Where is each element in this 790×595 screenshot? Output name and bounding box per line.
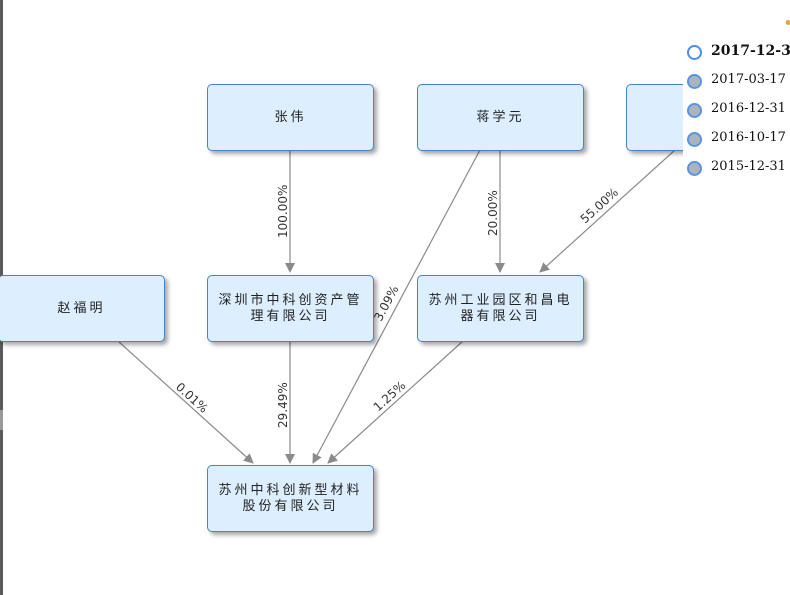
timeline-dot-icon bbox=[687, 103, 702, 118]
node-zhao-fuming[interactable]: 赵福明 bbox=[0, 275, 165, 342]
node-label: 苏州工业园区和昌电器有限公司 bbox=[428, 292, 573, 324]
node-jiang-xueyuan[interactable]: 蒋学元 bbox=[417, 84, 584, 151]
timeline-label: 2016-10-17 bbox=[711, 130, 786, 145]
node-suzhou-zhongke-target[interactable]: 苏州中科创新型材料股份有限公司 bbox=[207, 465, 374, 532]
timeline-label: 2016-12-31 bbox=[711, 101, 786, 116]
edge-label-jiang-to-target: 3.09% bbox=[371, 283, 401, 323]
timeline-dot-icon bbox=[687, 161, 702, 176]
node-label: 苏州中科创新型材料股份有限公司 bbox=[218, 482, 363, 514]
node-label: 蒋学元 bbox=[476, 109, 525, 125]
edge-label-zhang-to-shenzhen: 100.00% bbox=[276, 185, 290, 238]
node-suzhou-gongye[interactable]: 苏州工业园区和昌电器有限公司 bbox=[417, 275, 584, 342]
edge-label-zhao-to-target: 0.01% bbox=[173, 380, 211, 416]
timeline-active-dot-icon bbox=[687, 45, 702, 60]
edge-label-shenzhen-to-target: 29.49% bbox=[276, 382, 290, 428]
timeline-dot-icon bbox=[687, 132, 702, 147]
edge-label-partial-to-suzhou-gongye: 55.00% bbox=[578, 185, 621, 226]
timeline-item-2017-03-17[interactable]: 2017-03-17 bbox=[683, 72, 790, 92]
node-label: 赵福明 bbox=[57, 300, 106, 316]
node-label: 张伟 bbox=[274, 109, 307, 125]
timeline-label: 2017-03-17 bbox=[711, 72, 786, 87]
left-edge-marker bbox=[0, 410, 3, 430]
corner-indicator bbox=[786, 20, 790, 25]
timeline-item-2015-12-31[interactable]: 2015-12-31 bbox=[683, 159, 790, 179]
timeline-item-2016-10-17[interactable]: 2016-10-17 bbox=[683, 130, 790, 150]
node-label: 深圳市中科创资产管理有限公司 bbox=[218, 292, 363, 324]
node-shenzhen-zhongke[interactable]: 深圳市中科创资产管理有限公司 bbox=[207, 275, 374, 342]
date-timeline: 2017-12-31 2017-03-17 2016-12-31 2016-10… bbox=[683, 36, 790, 186]
edge-zhao-to-target bbox=[117, 340, 254, 464]
timeline-label: 2015-12-31 bbox=[711, 159, 786, 174]
timeline-label: 2017-12-31 bbox=[711, 43, 790, 59]
edge-jiang-to-target bbox=[312, 149, 481, 464]
edge-label-jiang-to-suzhou-gongye: 20.00% bbox=[486, 190, 500, 236]
timeline-item-2017-12-31[interactable]: 2017-12-31 bbox=[683, 43, 790, 63]
timeline-item-2016-12-31[interactable]: 2016-12-31 bbox=[683, 101, 790, 121]
edge-partial-to-suzhou-gongye bbox=[539, 149, 676, 273]
timeline-dot-icon bbox=[687, 74, 702, 89]
edge-suzhou-gongye-to-target bbox=[327, 340, 464, 464]
node-zhang-wei[interactable]: 张伟 bbox=[207, 84, 374, 151]
